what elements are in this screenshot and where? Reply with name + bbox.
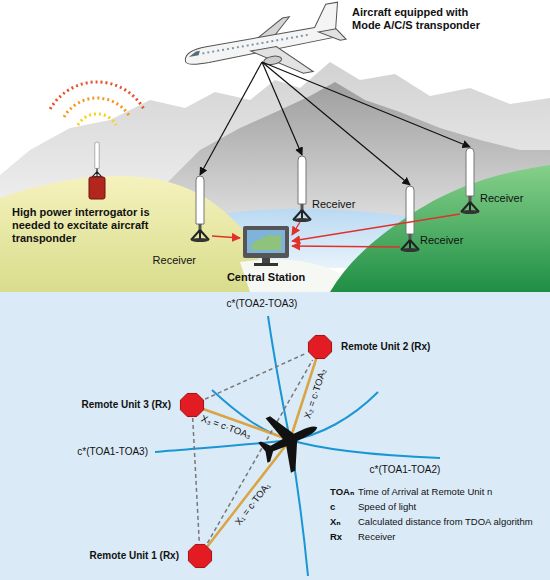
receiver-label: Receiver xyxy=(153,254,196,267)
receiver-label: Receiver xyxy=(312,198,355,211)
green-hill xyxy=(330,165,550,292)
glossary-term: TOAₙ xyxy=(330,486,354,497)
yellow-hill xyxy=(0,176,265,292)
data-link xyxy=(212,236,240,238)
airliner-wing xyxy=(251,41,314,82)
interrogator-box xyxy=(89,177,105,199)
data-link xyxy=(292,246,400,247)
glossary-definition: Time of Arrival at Remote Unit n xyxy=(358,486,492,497)
octagon-outline xyxy=(187,543,213,569)
airliner-cockpit xyxy=(188,51,201,57)
baseline-link xyxy=(207,360,312,543)
glossary-term: Rx xyxy=(330,531,342,542)
monitor-stand xyxy=(262,258,270,263)
reply-line xyxy=(200,62,262,175)
signal-arc xyxy=(64,98,130,117)
receiver-label: Receiver xyxy=(420,234,463,247)
hyperbola-label: c*(TOA1-TOA3) xyxy=(75,446,150,458)
range-line xyxy=(200,440,290,556)
octagon-marker xyxy=(188,544,211,567)
sky xyxy=(0,0,550,292)
remote-unit: Remote Unit 1 (Rx) xyxy=(187,543,213,569)
signal-arc xyxy=(50,82,144,109)
glossary-definition: Receiver xyxy=(358,531,396,542)
monitor-foot xyxy=(254,263,278,266)
tdoa-panel xyxy=(0,292,550,580)
signal-arc xyxy=(78,114,116,125)
airliner-fuselage xyxy=(180,2,344,66)
receiver-antenna xyxy=(293,156,311,222)
hyperbola-label: c*(TOA2-TOA3) xyxy=(225,298,300,310)
receiver-label: Receiver xyxy=(480,192,523,205)
unit-label: Remote Unit 1 (Rx) xyxy=(88,550,181,562)
aircraft-note: Aircraft equipped with Mode A/C/S transp… xyxy=(352,6,492,32)
data-link xyxy=(292,222,300,235)
baseline-link xyxy=(205,353,307,399)
hyperbola xyxy=(155,392,378,452)
baseline-link xyxy=(193,418,200,543)
receiver-antenna xyxy=(191,176,209,242)
monitor-screen xyxy=(247,230,285,253)
reply-line xyxy=(262,62,470,147)
interrogator-note: High power interrogator is needed to exc… xyxy=(12,206,152,246)
station-label: Central Station xyxy=(227,271,305,284)
unit-label: Remote Unit 2 (Rx) xyxy=(339,341,432,353)
octagon-marker xyxy=(180,393,203,416)
airliner xyxy=(180,2,351,93)
remote-unit: Remote Unit 2 (Rx) xyxy=(307,334,333,360)
glossary-definition: Calculated distance from TDOA algorithm xyxy=(358,516,533,527)
interrogator-antenna xyxy=(92,142,102,178)
unit-label: Remote Unit 3 (Rx) xyxy=(80,399,173,411)
screen-map xyxy=(251,234,281,250)
glossary-term: Xₙ xyxy=(330,516,341,527)
monitor-bezel xyxy=(243,226,289,258)
remote-unit: Remote Unit 3 (Rx) xyxy=(179,392,205,418)
octagon-marker xyxy=(308,335,331,358)
octagon-outline xyxy=(179,392,205,418)
hyperbola-label: c*(TOA1-TOA2) xyxy=(368,464,443,476)
airliner-stabilizer xyxy=(318,27,346,43)
receiver-antenna xyxy=(401,186,419,252)
octagon-outline xyxy=(307,334,333,360)
aircraft-silhouette xyxy=(250,400,330,480)
glossary-term: c xyxy=(330,501,335,512)
glossary-definition: Speed of light xyxy=(358,501,416,512)
receiver-antenna xyxy=(461,148,479,214)
reply-line xyxy=(262,62,410,185)
